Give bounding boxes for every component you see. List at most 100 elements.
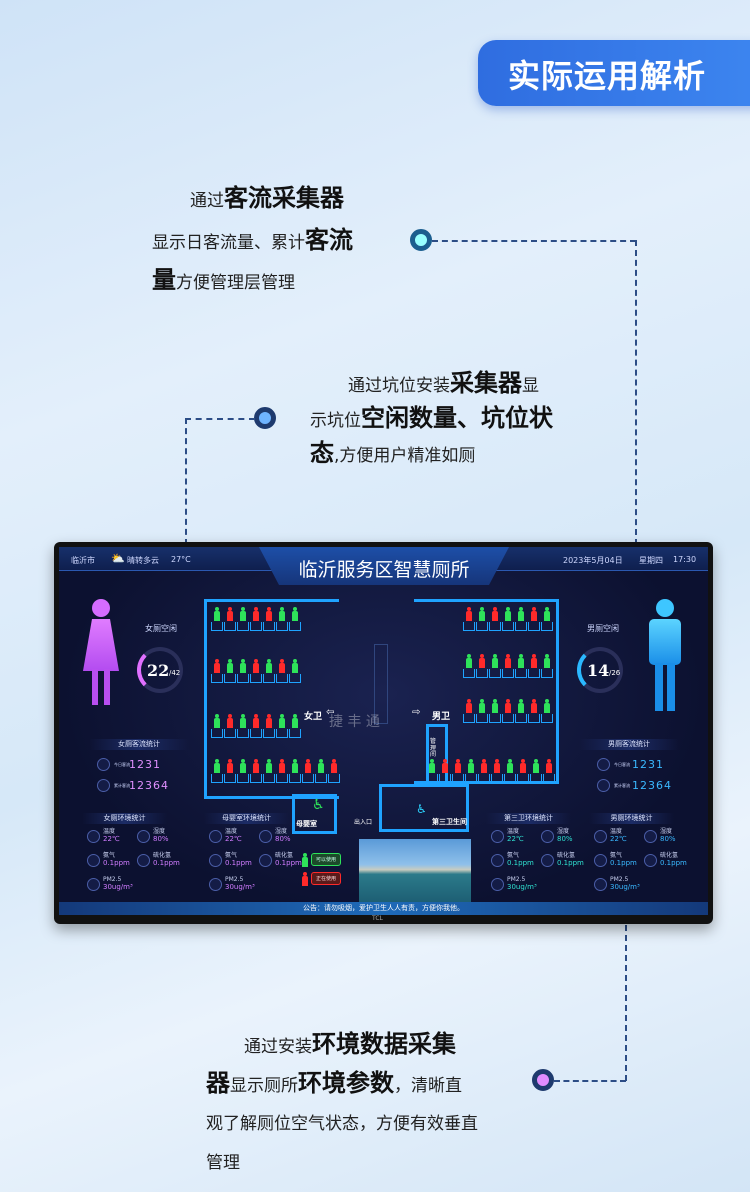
- stall: [250, 622, 262, 631]
- stall: [276, 774, 288, 783]
- stall: [237, 622, 249, 631]
- connector-line: [554, 1080, 626, 1082]
- total-flow-icon: [597, 779, 610, 792]
- env-value: 22℃: [225, 834, 242, 843]
- men-stall-busy: [455, 759, 461, 773]
- baby-room-wall: [292, 794, 337, 834]
- women-free-label: 女厕空闲: [145, 624, 177, 633]
- thermometer-icon: [209, 830, 222, 843]
- arrow-left-icon: ⇦: [326, 707, 335, 718]
- callout-1-line-2: 显示日客流量、累计客流: [152, 226, 353, 254]
- women-stall-free: [279, 607, 285, 621]
- women-flow-title: 女厕客流统计: [89, 739, 189, 750]
- watermark: 捷 丰 通: [329, 714, 380, 730]
- connector-line: [185, 418, 255, 420]
- men-stall-free: [466, 654, 472, 668]
- env-label: PM2.5: [610, 876, 629, 883]
- env-value: 22℃: [103, 834, 120, 843]
- env-label: 温度: [507, 828, 520, 835]
- stall: [478, 774, 490, 783]
- women-free-gauge: [137, 647, 183, 693]
- men-stall-free: [479, 699, 485, 713]
- stall: [502, 714, 514, 723]
- stall: [541, 669, 553, 678]
- women-stall-free: [292, 607, 298, 621]
- stall: [289, 622, 301, 631]
- notice-bar: 公告：请勿吸烟，爱护卫生人人有责，方便你我他。: [59, 902, 708, 915]
- stall: [263, 774, 275, 783]
- women-stall-free: [318, 759, 324, 773]
- ammonia-icon: [491, 854, 504, 867]
- env-label: 氨气: [610, 852, 623, 859]
- env-panel-title: 母婴室环境统计: [204, 813, 289, 824]
- men-label: 男卫: [432, 712, 451, 722]
- city: 临沂市: [71, 556, 95, 565]
- today-flow-icon: [97, 758, 110, 771]
- women-stall-free: [292, 659, 298, 673]
- women-stall-busy: [253, 607, 259, 621]
- women-total-count: /42: [169, 669, 181, 677]
- ammonia-icon: [209, 854, 222, 867]
- women-stall-busy: [266, 714, 272, 728]
- connector-line: [185, 418, 187, 545]
- women-stall-free: [279, 714, 285, 728]
- connector-dot: [410, 229, 432, 251]
- men-stall-busy: [531, 607, 537, 621]
- men-stall-free: [507, 759, 513, 773]
- connector-dot: [254, 407, 276, 429]
- pm25-icon: [491, 878, 504, 891]
- women-stall-busy: [253, 714, 259, 728]
- stall: [476, 669, 488, 678]
- women-room-wall: [204, 599, 339, 799]
- female-figure-icon: [79, 599, 123, 709]
- men-stall-busy: [442, 759, 448, 773]
- env-value: 0.1ppm: [610, 858, 637, 867]
- stall: [250, 774, 262, 783]
- stall: [543, 774, 555, 783]
- stall: [463, 669, 475, 678]
- women-stall-free: [240, 714, 246, 728]
- env-value: 0.1ppm: [660, 858, 687, 867]
- ammonia-icon: [87, 854, 100, 867]
- env-label: PM2.5: [507, 876, 526, 883]
- today-flow-icon: [597, 758, 610, 771]
- stall: [250, 729, 262, 738]
- env-value: 0.1ppm: [153, 858, 180, 867]
- stall: [528, 622, 540, 631]
- stall: [289, 774, 301, 783]
- women-stall-free: [292, 759, 298, 773]
- arrow-right-icon: ⇨: [412, 707, 421, 718]
- men-stall-free: [518, 607, 524, 621]
- women-stall-busy: [253, 659, 259, 673]
- pm25-icon: [87, 878, 100, 891]
- third-restroom-label: 第三卫生间: [432, 818, 467, 826]
- h2s-icon: [541, 854, 554, 867]
- weekday: 星期四: [639, 556, 663, 565]
- stall: [530, 774, 542, 783]
- stall: [502, 669, 514, 678]
- pm25-icon: [209, 878, 222, 891]
- h2s-icon: [259, 854, 272, 867]
- men-stall-free: [479, 607, 485, 621]
- stall: [439, 774, 451, 783]
- env-label: 温度: [225, 828, 238, 835]
- stall: [224, 729, 236, 738]
- stall: [476, 622, 488, 631]
- total-flow-label: 累计客流: [114, 783, 130, 788]
- women-stall-free: [266, 759, 272, 773]
- women-stall-free: [240, 659, 246, 673]
- women-stall-free: [266, 659, 272, 673]
- stall: [211, 729, 223, 738]
- stall: [452, 774, 464, 783]
- temperature: 27°C: [171, 555, 191, 564]
- env-label: 氨气: [103, 852, 116, 859]
- busy-figure-icon: [302, 872, 308, 886]
- women-stall-free: [292, 714, 298, 728]
- women-stall-busy: [253, 759, 259, 773]
- women-stall-busy: [227, 607, 233, 621]
- stall: [502, 622, 514, 631]
